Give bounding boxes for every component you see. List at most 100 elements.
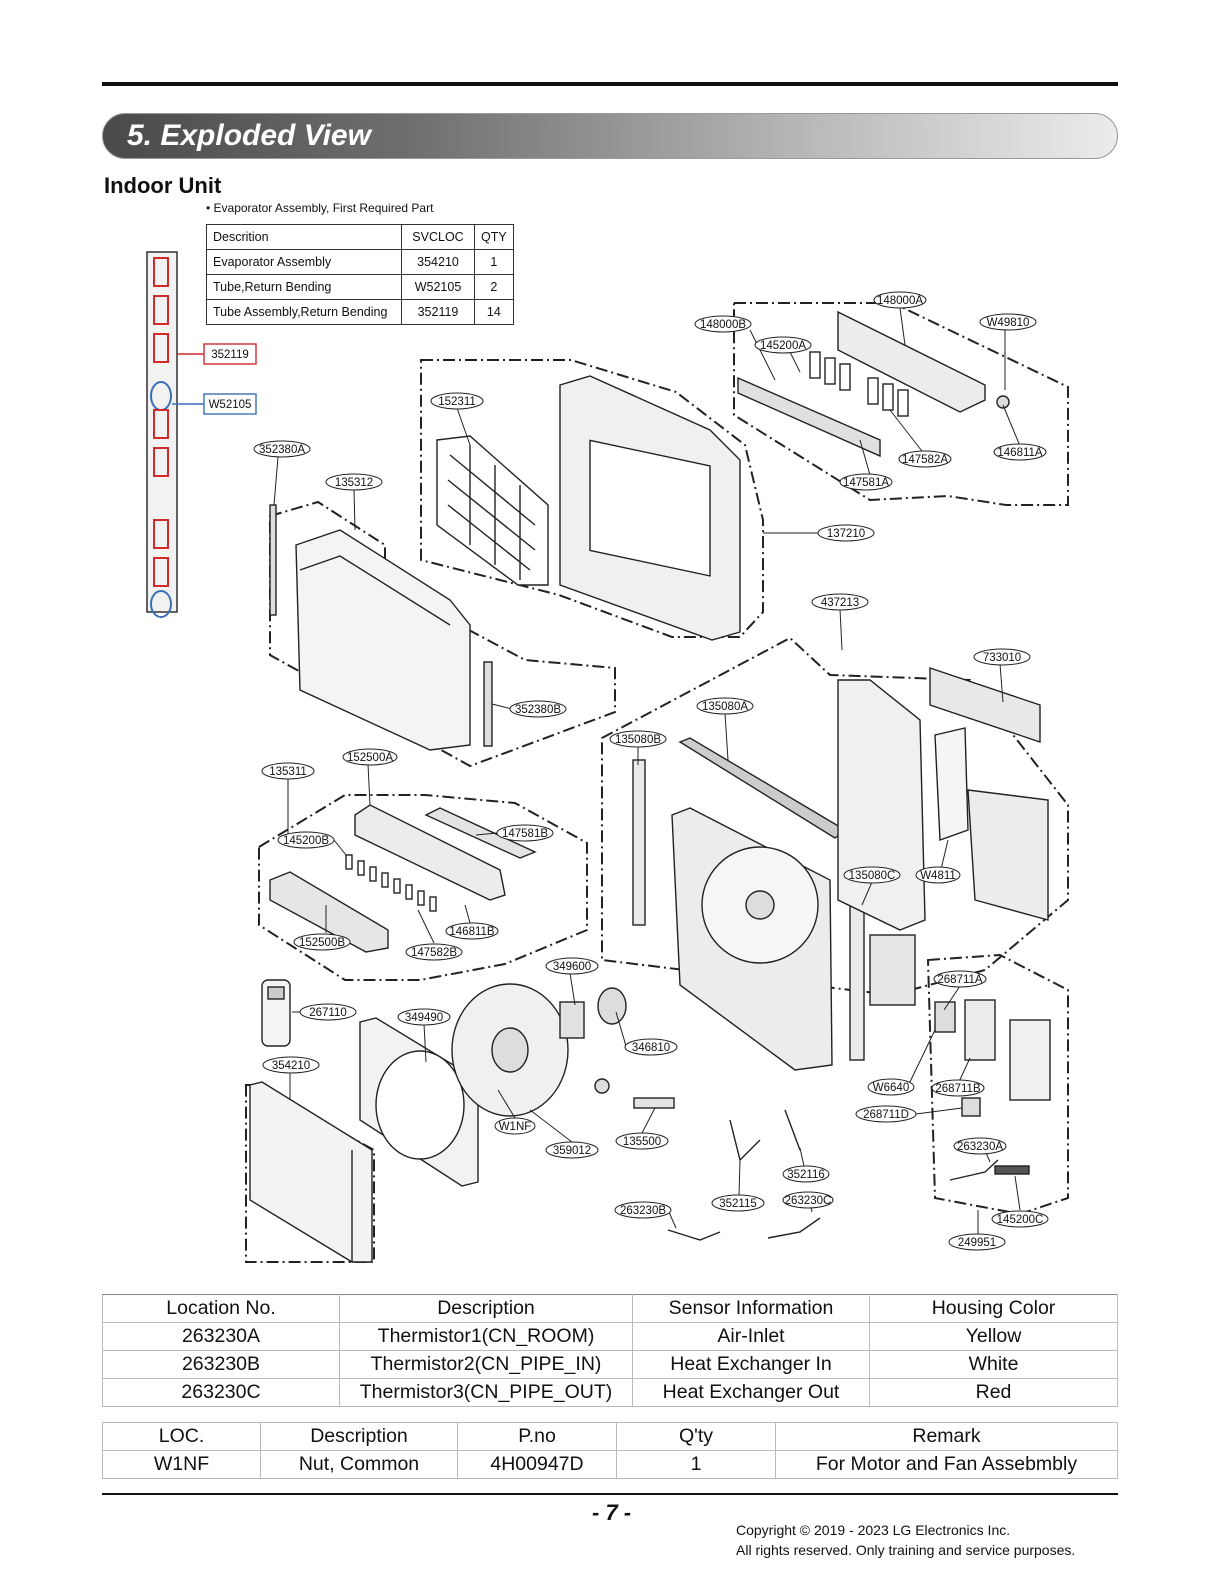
copyright: Copyright © 2019 - 2023 LG Electronics I… — [736, 1520, 1075, 1560]
table-row: 263230B Thermistor2(CN_PIPE_IN) Heat Exc… — [102, 1350, 1118, 1379]
table-header-row: Descrition SVCLOC QTY — [206, 224, 514, 250]
table-row: Tube,Return Bending W52105 2 — [206, 274, 514, 300]
callout-267110: 267110 — [309, 1007, 347, 1019]
table-cell: W1NF — [102, 1450, 261, 1479]
loc-table: LOC. Description P.no Q'ty Remark W1NF N… — [102, 1422, 1118, 1479]
group-outline-frame — [420, 359, 764, 638]
table-header-row: Location No. Description Sensor Informat… — [102, 1294, 1118, 1323]
group-outline-top-panel — [733, 302, 1069, 506]
table-cell: Thermistor3(CN_PIPE_OUT) — [339, 1378, 633, 1407]
sensor-table: Location No. Description Sensor Informat… — [102, 1294, 1118, 1407]
callout-268711D: 268711D — [863, 1109, 909, 1121]
table-row: Tube Assembly,Return Bending 352119 14 — [206, 299, 514, 325]
callout-135080A: 135080A — [702, 701, 748, 713]
header-cell: LOC. — [102, 1422, 261, 1451]
callout-352119: 352119 — [211, 349, 249, 361]
callout-148000B: 148000B — [700, 319, 746, 331]
table-cell: 263230B — [102, 1350, 340, 1379]
section-banner: 5. Exploded View — [102, 113, 1118, 159]
callout-147582B: 147582B — [411, 947, 457, 959]
header-cell: Housing Color — [869, 1294, 1118, 1323]
header-cell: P.no — [457, 1422, 617, 1451]
callout-349600: 349600 — [553, 961, 591, 973]
callout-352380A: 352380A — [259, 444, 305, 456]
table-cell: White — [869, 1350, 1118, 1379]
callout-354210: 354210 — [272, 1060, 310, 1072]
callout-W4811: W4811 — [920, 870, 956, 882]
header-cell: Descrition — [206, 224, 402, 250]
table-cell: 1 — [474, 249, 514, 275]
callout-352115: 352115 — [719, 1198, 757, 1210]
callout-263230C: 263230C — [785, 1195, 832, 1207]
copyright-line: Copyright © 2019 - 2023 LG Electronics I… — [736, 1522, 1011, 1538]
header-cell: Location No. — [102, 1294, 340, 1323]
callout-346810: 346810 — [632, 1042, 670, 1054]
callout-263230B: 263230B — [620, 1205, 666, 1217]
exploded-view-diagram: 352119 W52105 148000A 148000B W49810 145… — [146, 251, 1069, 1263]
callout-733010: 733010 — [983, 652, 1021, 664]
table-cell: Red — [869, 1378, 1118, 1407]
section-title: 5. Exploded View — [127, 119, 371, 152]
callout-152500A: 152500A — [347, 752, 393, 764]
callout-137210: 137210 — [827, 528, 865, 540]
page-number: - 7 - — [592, 1500, 632, 1525]
top-rule — [102, 82, 1118, 86]
header-cell: Description — [260, 1422, 458, 1451]
table-header-row: LOC. Description P.no Q'ty Remark — [102, 1422, 1118, 1451]
louver-frame — [354, 804, 506, 901]
callout-263230A: 263230A — [957, 1141, 1003, 1153]
callout-135311: 135311 — [269, 766, 307, 778]
callout-437213: 437213 — [821, 597, 859, 609]
page-subtitle: Indoor Unit — [104, 173, 222, 198]
callout-box-352119 — [203, 343, 257, 365]
table-cell: Heat Exchanger In — [632, 1350, 870, 1379]
group-outline-louver — [258, 794, 588, 981]
table-cell: W52105 — [401, 274, 475, 300]
callout-268711A: 268711A — [937, 974, 983, 986]
table-cell: Air-Inlet — [632, 1322, 870, 1351]
evaporator — [249, 1081, 373, 1263]
table-cell: Tube Assembly,Return Bending — [206, 299, 402, 325]
table-row: W1NF Nut, Common 4H00947D 1 For Motor an… — [102, 1450, 1118, 1479]
table-cell: 263230C — [102, 1378, 340, 1407]
tube-strip — [146, 251, 178, 613]
callout-352380B: 352380B — [515, 704, 561, 716]
required-part-note: • Evaporator Assembly, First Required Pa… — [206, 201, 434, 215]
callout-145200B: 145200B — [283, 835, 329, 847]
callout-W1NF: W1NF — [499, 1121, 532, 1133]
callout-W6640: W6640 — [873, 1082, 909, 1094]
table-cell: Thermistor1(CN_ROOM) — [339, 1322, 633, 1351]
table-cell: Heat Exchanger Out — [632, 1378, 870, 1407]
callout-146811B: 146811B — [449, 926, 495, 938]
callout-135080B: 135080B — [615, 734, 661, 746]
callout-148000A: 148000A — [877, 295, 923, 307]
callout-268711B: 268711B — [935, 1083, 981, 1095]
callout-349490: 349490 — [405, 1012, 443, 1024]
table-cell: Nut, Common — [260, 1450, 458, 1479]
callout-W49810: W49810 — [987, 317, 1030, 329]
table-cell: Yellow — [869, 1322, 1118, 1351]
table-cell: 352119 — [401, 299, 475, 325]
bottom-rule — [102, 1493, 1118, 1495]
table-row: Evaporator Assembly 354210 1 — [206, 249, 514, 275]
table-cell: 263230A — [102, 1322, 340, 1351]
table-cell: 4H00947D — [457, 1450, 617, 1479]
callout-147581B: 147581B — [502, 828, 548, 840]
table-cell: Thermistor2(CN_PIPE_IN) — [339, 1350, 633, 1379]
group-outline-control-box — [926, 953, 1069, 1216]
copyright-line: All rights reserved. Only training and s… — [736, 1542, 1076, 1558]
table-cell: 1 — [616, 1450, 776, 1479]
callout-147582A: 147582A — [902, 454, 948, 466]
table-cell: For Motor and Fan Assebmbly — [775, 1450, 1118, 1479]
table-row: 263230C Thermistor3(CN_PIPE_OUT) Heat Ex… — [102, 1378, 1118, 1407]
callout-147581A: 147581A — [843, 477, 889, 489]
header-cell: Sensor Information — [632, 1294, 870, 1323]
callout-146811A: 146811A — [997, 447, 1043, 459]
header-cell: Description — [339, 1294, 633, 1323]
table-cell: 354210 — [401, 249, 475, 275]
callout-145200C: 145200C — [997, 1214, 1044, 1226]
callout-145200A: 145200A — [760, 340, 806, 352]
front-panel — [295, 529, 471, 751]
callout-135500: 135500 — [623, 1136, 661, 1148]
table-cell: 14 — [474, 299, 514, 325]
